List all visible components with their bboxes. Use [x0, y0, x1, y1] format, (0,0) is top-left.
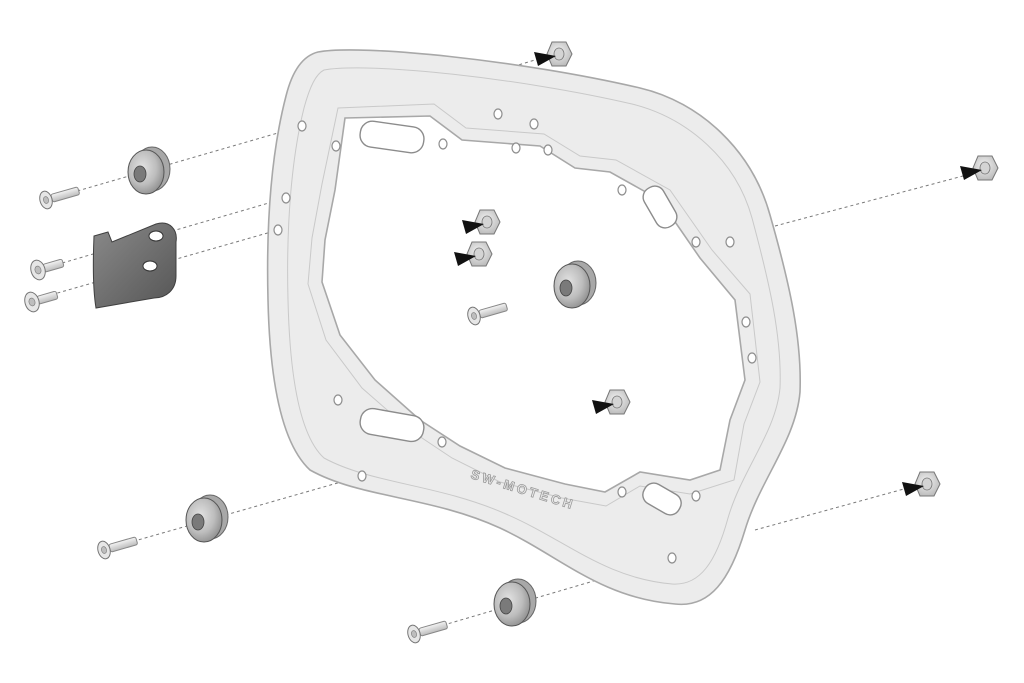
spacer-bore: [191, 513, 205, 531]
frame-hole: [747, 352, 757, 364]
bracket-plate: [92, 222, 177, 309]
bolt-shaft: [108, 536, 138, 553]
bolt-bracket-lower: [24, 290, 59, 313]
bolt-shaft: [42, 258, 65, 273]
bolt-socket: [101, 546, 107, 554]
frame-hole: [493, 108, 503, 120]
frame-slot-top-left: [359, 120, 425, 154]
guide-line-right-nut: [774, 171, 979, 227]
frame-slot-bottom-left: [359, 407, 425, 443]
spacer-lower-left: [185, 494, 229, 543]
frame-hole: [617, 486, 627, 498]
frame-inner-groove: [307, 103, 761, 507]
spacer-bore: [133, 165, 147, 183]
bolt-top-left: [39, 186, 80, 210]
frame-hole: [725, 236, 735, 248]
nut-inner-lower: [466, 241, 493, 267]
frame-hole: [543, 144, 553, 156]
frame-inner-cutout: [321, 115, 746, 493]
bolt-lower-left: [97, 536, 138, 560]
frame-hole: [617, 184, 627, 196]
frame-hole: [691, 236, 701, 248]
frame-hole: [691, 490, 701, 502]
bolt-socket: [411, 630, 417, 638]
bolt-shaft: [50, 186, 80, 203]
nut-bore: [553, 47, 565, 61]
frame-outer-groove: [287, 67, 781, 585]
bolt-socket: [34, 265, 42, 275]
spacer-bottom: [493, 578, 537, 627]
arrow-icon: [454, 252, 476, 266]
frame-hole: [741, 316, 751, 328]
frame-hole: [437, 436, 447, 448]
frame-hole: [511, 142, 521, 154]
guide-line-lower-left-bolt: [109, 475, 363, 549]
nut-lower-right: [914, 471, 941, 497]
nut-top: [546, 41, 573, 67]
side-carrier-frame: SW-MOTECH: [266, 49, 802, 606]
frame-hole: [281, 192, 291, 204]
frame-hole: [273, 224, 283, 236]
bolt-socket: [28, 297, 36, 307]
nut-bore: [921, 477, 933, 491]
guide-line-top-left-bolt: [59, 125, 303, 197]
arrow-icon: [534, 52, 556, 66]
bolt-bracket-upper: [30, 258, 65, 281]
mounting-bracket: [92, 222, 177, 309]
bolt-center: [467, 302, 508, 326]
insertion-arrows: [454, 52, 982, 496]
nut-bore: [481, 215, 493, 229]
bracket-hole-upper: [148, 230, 164, 242]
frame-mounting-holes: [273, 108, 757, 564]
bolt-socket: [471, 312, 477, 320]
arrow-icon: [462, 220, 484, 234]
spacer-bore: [499, 597, 513, 615]
arrow-icon: [960, 166, 982, 180]
nut-middle: [604, 389, 631, 415]
frame-hole: [333, 394, 343, 406]
bolt-shaft: [418, 620, 448, 637]
spacer-center: [553, 260, 597, 309]
frame-slot-top-right: [642, 185, 678, 229]
frame-hole: [297, 120, 307, 132]
frame-hole: [331, 140, 341, 152]
bolt-shaft: [478, 302, 508, 319]
frame-hole: [529, 118, 539, 130]
bracket-hole-lower: [142, 260, 158, 272]
spacer-top-left: [127, 146, 171, 195]
frame-slot-bottom-right: [642, 482, 682, 516]
frame-hole: [667, 552, 677, 564]
nut-bore: [979, 161, 991, 175]
nut-bore: [611, 395, 623, 409]
arrow-icon: [902, 482, 924, 496]
frame-hole: [357, 470, 367, 482]
nut-right: [972, 155, 999, 181]
frame-hole: [438, 138, 448, 150]
spacer-bore: [559, 279, 573, 297]
guide-line-lower-right-nut: [754, 483, 923, 531]
nut-bore: [473, 247, 485, 261]
bolt-bottom: [407, 620, 448, 644]
nut-inner-upper: [474, 209, 501, 235]
arrow-icon: [592, 400, 614, 414]
bolt-shaft: [36, 290, 59, 305]
bolt-socket: [43, 196, 49, 204]
guide-line-bracket-lower: [39, 229, 279, 299]
